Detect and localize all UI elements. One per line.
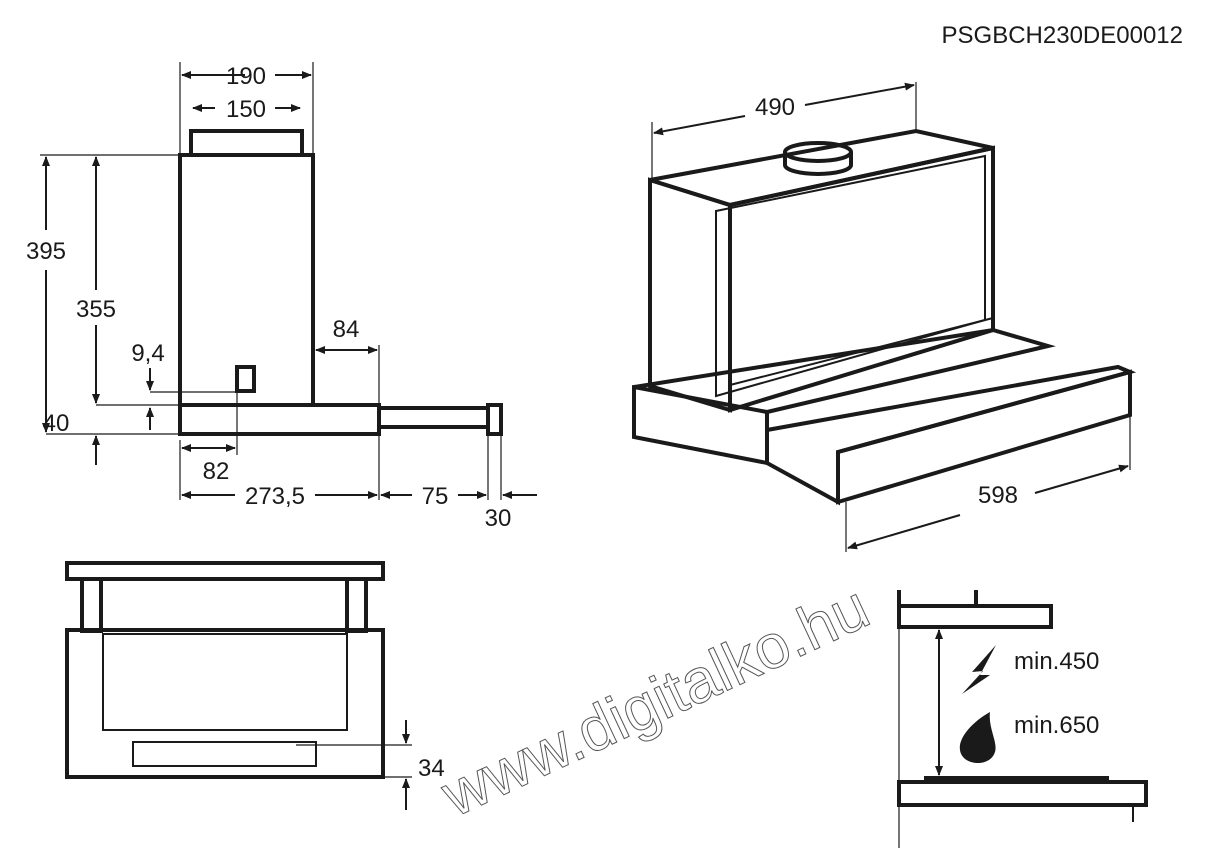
top-plate <box>65 561 385 581</box>
gas-flame-icon <box>959 712 996 764</box>
dim-depth: 490 <box>755 94 795 121</box>
dim-offset-front: 82 <box>203 458 230 485</box>
base-slab <box>632 327 1056 466</box>
dim-slot-height: 34 <box>418 755 445 782</box>
watermark: www.digitalko.hu <box>430 572 880 831</box>
front-slot <box>132 741 317 767</box>
drawer-rail <box>377 406 490 429</box>
front-recess <box>102 633 348 731</box>
dim-offset-small: 9,4 <box>131 340 164 367</box>
right-post <box>345 577 368 633</box>
front-view: 34 <box>65 561 445 810</box>
hood-section <box>897 604 1053 629</box>
front-body <box>65 628 385 779</box>
dim-width-duct: 150 <box>226 96 266 123</box>
hood-base-side <box>178 403 381 436</box>
dim-height-total: 395 <box>26 238 66 265</box>
clearance-diagram: min.450 min.650 <box>897 590 1148 848</box>
front-face <box>728 145 995 413</box>
side-view: 190 150 395 355 40 9,4 84 82 273,5 75 30 <box>26 62 537 532</box>
gas-min-clearance: min.650 <box>1014 712 1099 739</box>
model-code: PSGBCH230DE00012 <box>942 22 1183 49</box>
dim-width-outer: 190 <box>226 63 266 90</box>
dim-height-body: 355 <box>76 296 116 323</box>
dim-depth-body: 273,5 <box>245 483 305 510</box>
dim-drawer-extension: 75 <box>422 483 449 510</box>
worktop <box>897 780 1148 807</box>
left-post <box>80 577 103 633</box>
front-panel <box>715 154 986 398</box>
electric-icon <box>962 645 996 694</box>
dim-height-base: 40 <box>43 410 70 437</box>
hob-surface <box>924 776 1109 782</box>
iso-view: 490 598 <box>632 82 1137 552</box>
drawer-handle <box>486 403 503 436</box>
vent-opening <box>235 365 256 393</box>
electric-min-clearance: min.450 <box>1014 648 1099 675</box>
dim-handle-depth: 30 <box>485 505 512 532</box>
svg-text:www.digitalko.hu: www.digitalko.hu <box>431 573 880 831</box>
duct-collar <box>189 129 304 157</box>
dim-offset-rear: 84 <box>333 316 360 343</box>
dim-width: 598 <box>978 482 1018 509</box>
